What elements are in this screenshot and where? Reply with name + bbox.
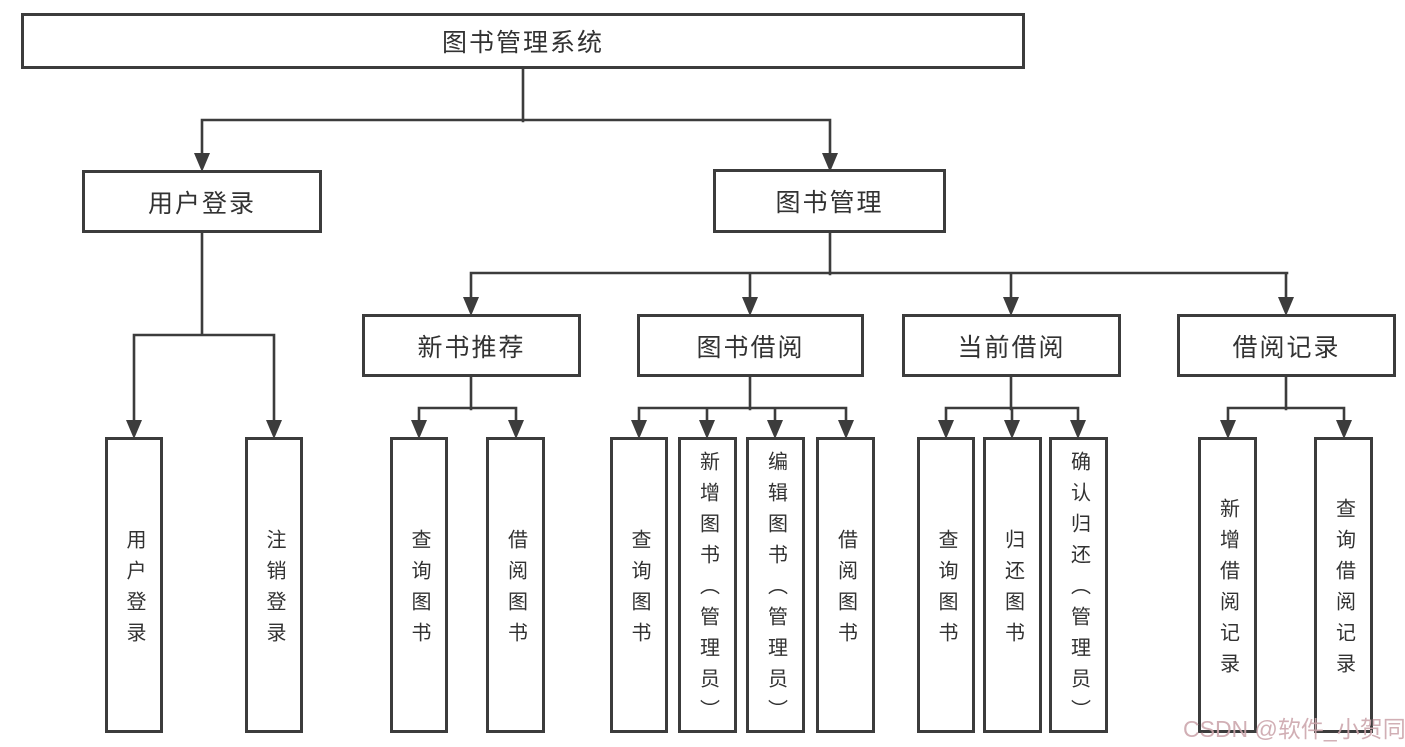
node-borrow-records: 借阅记录 — [1177, 314, 1396, 377]
node-book-borrowing: 图书借阅 — [637, 314, 864, 377]
leaf-label: 注销登录 — [263, 528, 285, 653]
node-label: 图书管理系统 — [441, 29, 604, 57]
leaf-records-add-borrow-record: 新增借阅记录 — [1198, 437, 1257, 733]
leaf-borrowing-borrow-books: 借阅图书 — [816, 437, 875, 733]
leaf-label: 归还图书 — [1001, 528, 1024, 653]
node-library-management-system: 图书管理系统 — [21, 13, 1025, 69]
node-user-login: 用户登录 — [82, 170, 322, 233]
leaf-label: 借阅图书 — [504, 528, 527, 653]
node-label: 当前借阅 — [957, 333, 1066, 362]
leaf-user-login: 用户登录 — [105, 437, 163, 733]
leaf-label: 查询图书 — [935, 528, 957, 653]
leaf-label: 借阅图书 — [834, 528, 857, 653]
leaf-newrec-query-books: 查询图书 — [390, 437, 448, 733]
node-label: 新书推荐 — [417, 333, 526, 362]
leaf-label: 用户登录 — [123, 528, 145, 653]
leaf-label: 确认归还（管理员） — [1067, 451, 1090, 730]
leaf-borrowing-edit-books-admin: 编辑图书（管理员） — [746, 437, 805, 733]
leaf-records-query-borrow-record: 查询借阅记录 — [1314, 437, 1373, 733]
leaf-label: 新增图书（管理员） — [696, 451, 719, 730]
leaf-label: 查询借阅记录 — [1332, 497, 1355, 684]
leaf-current-query-books: 查询图书 — [917, 437, 975, 733]
node-label: 图书管理 — [775, 189, 884, 217]
leaf-label: 查询图书 — [628, 528, 650, 653]
node-label: 用户登录 — [147, 189, 256, 218]
leaf-newrec-borrow-books: 借阅图书 — [486, 437, 545, 733]
csdn-watermark: CSDN @软件_小贺同学 — [1183, 716, 1405, 742]
node-label: 借阅记录 — [1232, 333, 1341, 362]
node-label: 图书借阅 — [696, 333, 805, 362]
node-book-management: 图书管理 — [713, 169, 946, 233]
node-current-borrowing: 当前借阅 — [902, 314, 1121, 377]
leaf-label: 编辑图书（管理员） — [764, 451, 787, 730]
leaf-borrowing-add-books-admin: 新增图书（管理员） — [678, 437, 737, 733]
leaf-label: 查询图书 — [408, 528, 430, 653]
leaf-borrowing-query-books: 查询图书 — [610, 437, 668, 733]
leaf-logout: 注销登录 — [245, 437, 303, 733]
node-new-book-recommend: 新书推荐 — [362, 314, 581, 377]
leaf-current-return-books: 归还图书 — [983, 437, 1042, 733]
leaf-current-confirm-return-admin: 确认归还（管理员） — [1049, 437, 1108, 733]
leaf-label: 新增借阅记录 — [1216, 497, 1239, 684]
